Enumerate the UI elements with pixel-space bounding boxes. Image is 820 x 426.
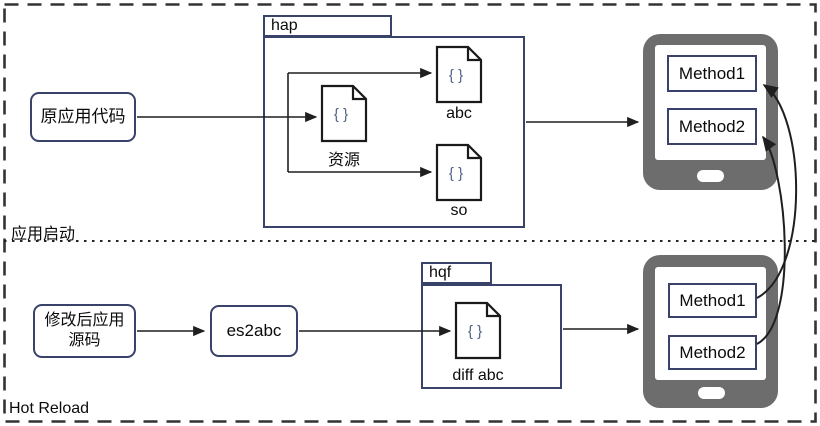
device-bottom-method2-label: Method2 bbox=[679, 342, 746, 362]
original-app-code-box: 原应用代码 bbox=[30, 92, 136, 142]
es2abc-label: es2abc bbox=[226, 321, 282, 341]
device-top-method1-label: Method1 bbox=[678, 63, 746, 83]
device-bottom-home-button bbox=[698, 387, 725, 399]
modified-app-source-line1: 修改后应用 bbox=[44, 312, 125, 329]
hap-folder-label: hap bbox=[271, 17, 298, 34]
modified-app-source-box: 修改后应用 源码 bbox=[33, 304, 136, 358]
hap-folder-tab: hap bbox=[263, 15, 392, 37]
original-app-code-label: 原应用代码 bbox=[40, 107, 126, 127]
device-top-home-button bbox=[697, 170, 724, 182]
hqf-folder-body bbox=[421, 284, 562, 389]
modified-app-source-line2: 源码 bbox=[68, 332, 101, 349]
device-bottom-method2-box: Method2 bbox=[668, 335, 757, 370]
device-bottom-method1-label: Method1 bbox=[679, 290, 746, 310]
hap-folder-body bbox=[263, 36, 525, 228]
hqf-folder-tab: hqf bbox=[421, 262, 492, 284]
es2abc-box: es2abc bbox=[210, 305, 298, 357]
device-top-method2-label: Method2 bbox=[678, 116, 746, 136]
device-top-method1-box: Method1 bbox=[667, 55, 757, 92]
device-top-method2-box: Method2 bbox=[667, 108, 757, 145]
device-bottom-method1-box: Method1 bbox=[668, 283, 757, 318]
hqf-folder-label: hqf bbox=[429, 264, 452, 281]
device-bottom bbox=[643, 255, 778, 408]
